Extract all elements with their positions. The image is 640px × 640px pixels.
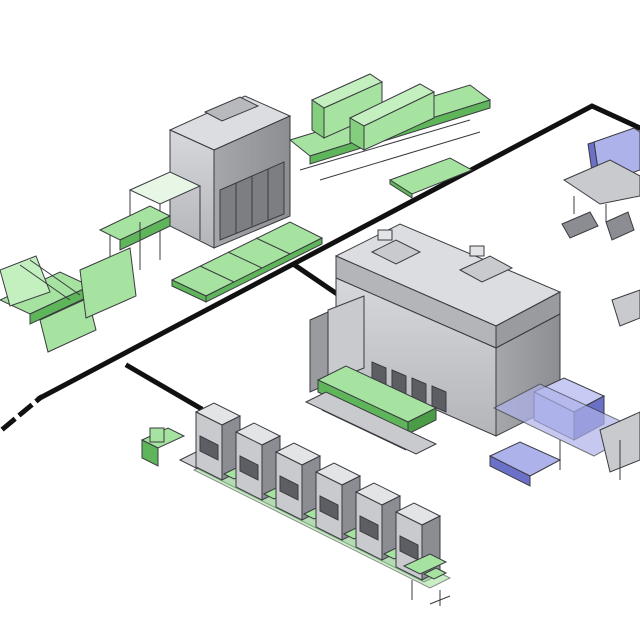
upper-press-line bbox=[0, 73, 492, 353]
branch-line-tandem bbox=[124, 362, 204, 412]
upper-press-green-platform bbox=[170, 221, 324, 303]
press-window bbox=[279, 475, 299, 501]
press-window bbox=[359, 515, 379, 541]
blue-robot-cell-bottom bbox=[488, 377, 640, 487]
dashed-layout-line bbox=[0, 394, 44, 432]
blue-robot-cell-top bbox=[561, 127, 640, 327]
press-feeder bbox=[422, 567, 448, 580]
upper-press-body bbox=[168, 95, 292, 249]
far-left-green-line bbox=[0, 247, 137, 353]
press-window bbox=[239, 455, 259, 481]
tandem-end-conveyor bbox=[402, 553, 451, 606]
tandem-press-4 bbox=[314, 462, 368, 541]
upper-green-cabinets bbox=[310, 73, 436, 151]
main-layout-line bbox=[36, 103, 640, 402]
press-window bbox=[319, 495, 339, 521]
press-window bbox=[199, 435, 219, 461]
